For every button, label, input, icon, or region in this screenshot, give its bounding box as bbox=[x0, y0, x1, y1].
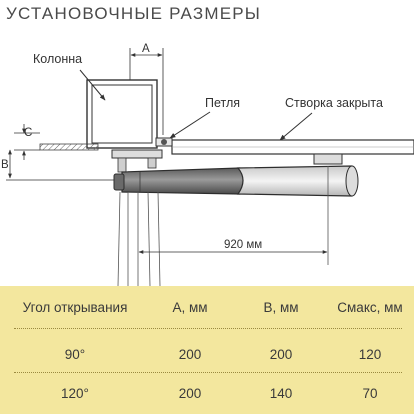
table-divider bbox=[14, 328, 402, 329]
actuator-tube bbox=[236, 165, 359, 197]
header-b: B, мм bbox=[263, 300, 299, 315]
actuator-motor bbox=[113, 167, 247, 195]
cell-a: 200 bbox=[178, 347, 202, 362]
dimension-b-label: B bbox=[1, 159, 9, 171]
header-a: A, мм bbox=[172, 300, 208, 315]
header-cmax: Смакс, мм bbox=[337, 300, 403, 315]
gate-leaf-leader bbox=[279, 112, 313, 141]
hinge bbox=[155, 137, 173, 147]
installation-diagram: Колонна A C B Створка закрыта Петля bbox=[1, 43, 414, 286]
dimensions-table: Угол открывания A, мм B, мм Смакс, мм 90… bbox=[0, 286, 414, 414]
reference-lines bbox=[117, 166, 329, 286]
page-title: УСТАНОВОЧНЫЕ РАЗМЕРЫ bbox=[6, 4, 262, 23]
dimension-a bbox=[129, 48, 164, 135]
cell-angle: 120° bbox=[61, 386, 89, 401]
front-bracket bbox=[313, 153, 343, 165]
hinge-leader bbox=[169, 111, 211, 139]
cell-b: 140 bbox=[269, 386, 293, 401]
rear-bracket bbox=[111, 149, 163, 173]
column bbox=[86, 79, 158, 149]
cell-cmax: 70 bbox=[362, 386, 378, 401]
header-angle: Угол открывания bbox=[22, 300, 128, 315]
cell-cmax: 120 bbox=[358, 347, 382, 362]
cell-a: 200 bbox=[178, 386, 202, 401]
gate-leaf bbox=[171, 139, 414, 155]
dimension-c-label: C bbox=[24, 127, 32, 139]
cell-b: 200 bbox=[269, 347, 293, 362]
dimension-b bbox=[6, 149, 120, 181]
dimension-a-label: A bbox=[142, 43, 150, 55]
wall-section bbox=[14, 132, 99, 151]
table-divider bbox=[14, 372, 402, 373]
column-label: Колонна bbox=[33, 52, 82, 66]
column-leader bbox=[79, 69, 106, 101]
gate-leaf-label: Створка закрыта bbox=[285, 96, 383, 110]
hinge-label: Петля bbox=[205, 96, 240, 110]
cell-angle: 90° bbox=[64, 347, 86, 362]
dimension-920-label: 920 мм bbox=[224, 239, 262, 251]
